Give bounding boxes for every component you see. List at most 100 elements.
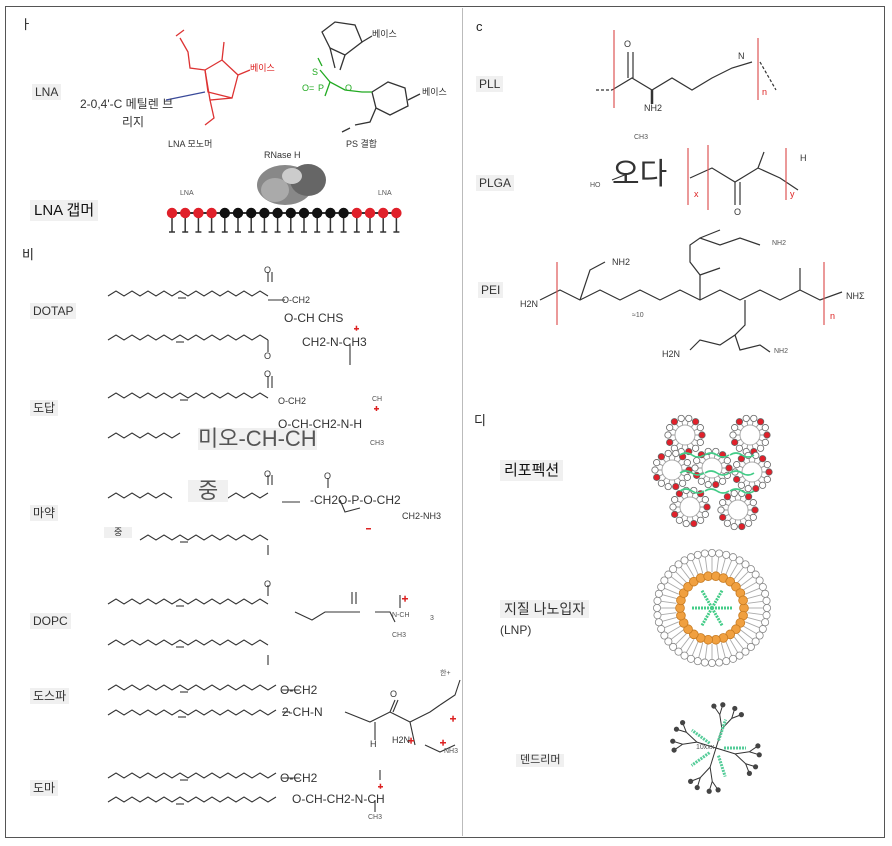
dendrimer-branch [715,747,736,755]
lipoplex-headgroup [744,484,752,493]
dodap-ch: CH [372,396,383,403]
lnp-outer-headgroup [700,658,709,667]
dotap-oxygen-2: O [264,351,272,361]
lnp-nucleic-acid [700,607,714,627]
lnp-lipid-tail [737,570,750,583]
lnp-lipid-tail [716,643,720,660]
lipoplex-headgroup [763,461,771,469]
lipid-tail [107,772,277,779]
lipoplex-headgroup [729,431,737,439]
ps-oxygen-right-label: O [345,83,353,93]
lipoplex-headgroup [731,424,739,432]
dopc-n-ch: N-CH [392,612,410,619]
lnp-outer-headgroup [746,642,755,651]
lipoplex-nucleic-acid [679,488,705,494]
lipoplex-vesicle-core [661,459,683,481]
lnp-outer-headgroup [741,560,750,569]
lnp-lipid-tail [729,562,739,578]
lnp-outer-headgroup [758,582,767,591]
gapmer-bead [285,207,296,219]
panel-label-c: c [476,19,483,34]
lnp-outer-headgroup [654,618,663,627]
lipoplex-headgroup [678,479,687,487]
ps-phosphorus-label: P [318,83,325,93]
gapmer-beads [166,207,402,233]
dopc-label: DOPC [30,613,71,629]
lnp-lipid-tail [742,625,758,635]
gapmer-bead [232,207,244,219]
dospa-label: 도스파 [30,688,70,704]
lipoplex-headgroup [698,431,706,439]
gapmer-bead [193,207,204,219]
lnp-outer-headgroup [746,565,755,574]
gapmer-bead [272,207,283,219]
lipid-tail [107,796,277,803]
gapmer-bead [219,207,230,219]
rnase-h-enzyme [257,164,326,205]
lipoplex-headgroup [664,431,672,439]
lnp-outer-headgroup [653,611,662,620]
lipoplex-vesicle-core [679,496,701,518]
dope-oxygen-1: O [264,469,272,479]
lnp-lipid-tail [666,625,682,635]
lipoplex-headgroup [703,503,711,511]
lipoplex-headgroup [675,516,684,524]
lnp-outer-headgroup [654,589,663,598]
lnp-outer-headgroup [735,651,744,660]
lipoplex-headgroup [683,473,691,481]
lna-label: LNA [32,84,62,100]
lnp-lipid-tail [679,566,691,580]
lipoplex-headgroup [701,510,709,518]
ps-linkage-caption: PS 결합 [346,139,378,149]
lipid-headgroup-bonds [267,272,461,812]
pei-sub-label: ≈10 [632,312,644,319]
pll-nh2: NH2 [644,103,663,113]
lnp-lipid-tail [720,642,726,659]
lipoplex-headgroup [696,424,704,432]
dendrimer-branch [735,751,750,755]
lnp-outer-headgroup [657,582,666,591]
lipoplex-headgroup [690,519,698,528]
bridge-label-line1: 2-0,4'-C 메틸렌 브 [80,97,174,111]
dospa-nh3: NH3 [444,748,459,755]
dendrimer-terminal [755,743,761,749]
dodap-oxygen: O [264,369,272,379]
overlay-mid-text: 중 [188,480,229,502]
lipid-tail [107,639,269,646]
lipid-tail [107,432,181,439]
dendrimer-branch [696,741,717,749]
lnp-label-line2: (LNP) [500,623,532,637]
lipoplex-headgroup [672,449,680,458]
gapmer-bead [298,207,310,219]
dotap-o-ch2: O-CH2 [282,295,311,305]
lipoplex-headgroup [723,457,731,465]
lipid-tail [107,492,173,499]
lipoplex-vesicle-core [701,457,723,479]
lnp-outer-headgroup [761,589,770,598]
lnp-lipid-tail [740,629,754,641]
lnp-outer-headgroup [653,604,662,613]
lnp-outer-headgroup [755,631,764,640]
lipoplex-headgroup [675,490,684,498]
plga-label: PLGA [476,175,515,191]
rnase-h-label: RNase H [264,150,301,160]
plga-oxygen: O [734,207,742,217]
lnp-outer-headgroup [657,625,666,634]
phosphorothioate-group [317,57,372,97]
plga-h: H [800,153,807,163]
dope-label: 마약 [30,505,59,521]
dopc-suffix: 3 [430,615,434,622]
pei-brackets [556,262,825,325]
dendrimer-terminal [694,784,700,791]
lnp-lipid-tail [661,594,678,600]
gapmer-bead [166,207,178,219]
lnp-lipid-tail [737,633,750,646]
pei-label: PEI [478,282,504,298]
dotap-label: DOTAP [30,303,77,319]
lna-base-label: 베이스 [250,63,275,73]
lnp-lipid-tail [698,557,704,574]
lna-monomer-structure [175,29,251,126]
lnp-outer-headgroup [686,553,695,562]
lnp-outer-headgroup [674,647,683,656]
lipoplex-diagram [651,414,773,531]
